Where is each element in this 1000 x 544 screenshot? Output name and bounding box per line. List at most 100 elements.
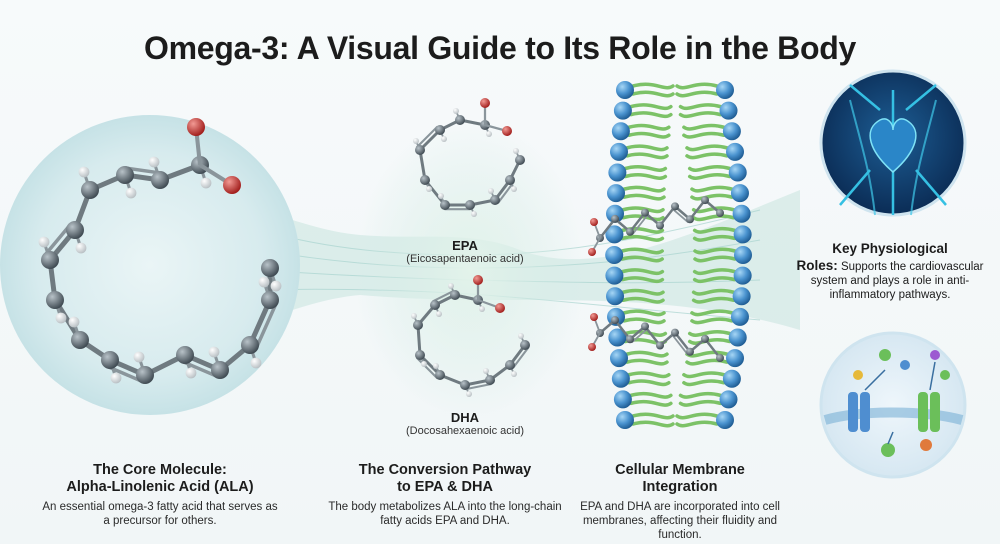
hydrogen-atom xyxy=(511,186,517,192)
lipid-tail xyxy=(631,82,675,90)
lipid-head xyxy=(726,142,745,161)
carbon-atom xyxy=(261,259,279,277)
lipid-head xyxy=(726,349,745,368)
lipid-tail xyxy=(692,234,737,242)
lipid-tail xyxy=(692,226,737,234)
hydrogen-atom xyxy=(75,242,87,254)
caption-membrane-heading-2: Integration xyxy=(642,479,718,495)
double-bond xyxy=(42,223,72,258)
hydrogen-atom xyxy=(421,361,427,367)
dha-name: DHA xyxy=(450,410,480,425)
bond xyxy=(423,178,447,207)
roles-heading-line1: Key Physiological xyxy=(832,241,948,256)
lipid-tail xyxy=(623,165,668,172)
carbon-atom xyxy=(176,346,194,364)
roles-heading-line2: Roles: xyxy=(796,258,838,273)
double-bond xyxy=(124,166,163,175)
bond xyxy=(643,325,662,347)
lipid-head xyxy=(607,184,626,203)
double-bond xyxy=(671,208,689,223)
lipid-tail xyxy=(678,391,723,399)
carbon-atom xyxy=(505,360,515,370)
carbon-atom xyxy=(626,335,634,344)
lipid-tail xyxy=(687,173,732,180)
oxygen-atom xyxy=(187,118,205,136)
carbon-atom xyxy=(641,322,649,331)
lipid-tail xyxy=(627,123,671,131)
lipid-tail xyxy=(678,111,723,119)
heart-icon xyxy=(819,69,967,217)
hydrogen-atom xyxy=(250,357,262,369)
lipid-tail xyxy=(675,82,719,90)
epa-molecule xyxy=(413,98,525,217)
lipid-tail xyxy=(692,276,737,284)
lipid-tail xyxy=(631,420,675,428)
carbon-atom xyxy=(455,115,465,125)
caption-pathway-heading-1: The Conversion Pathway xyxy=(358,462,532,478)
caption-ala-heading-2: Alpha-Linolenic Acid (ALA) xyxy=(66,479,254,495)
lipid-head xyxy=(609,142,628,161)
hydrogen-atom xyxy=(518,333,524,339)
bond xyxy=(628,211,647,233)
epa-label: EPA (Eicosapentaenoic acid) xyxy=(365,238,565,265)
oxygen-atom xyxy=(223,176,241,194)
lipid-tail xyxy=(627,371,671,379)
oxygen-atom xyxy=(588,343,596,351)
hydrogen-atom xyxy=(148,156,160,168)
hydrogen-atom xyxy=(448,283,454,289)
hydrogen-atom xyxy=(125,187,137,199)
carbon-atom xyxy=(716,209,724,217)
carbon-atom xyxy=(415,145,425,155)
lipid-tail xyxy=(685,152,729,160)
lipid-tail xyxy=(625,152,669,160)
oxygen-atom xyxy=(480,98,490,108)
lipid-tail xyxy=(691,214,736,222)
bond xyxy=(416,323,422,357)
oxygen-atom xyxy=(495,303,505,313)
lipid-head xyxy=(716,81,734,99)
lipid-tail xyxy=(622,309,666,317)
lipid-tail xyxy=(623,173,668,180)
hydrogen-atom xyxy=(200,177,212,189)
lipid-head xyxy=(608,163,627,182)
lipid-tail xyxy=(682,131,726,139)
lipid-tail xyxy=(629,111,673,119)
oxygen-atom xyxy=(590,218,598,226)
lipid-tail xyxy=(622,193,666,201)
carbon-atom xyxy=(626,227,634,236)
double-bond xyxy=(631,213,649,235)
carbon-atom xyxy=(515,155,525,165)
bond xyxy=(703,337,722,360)
lipid-tail xyxy=(622,185,666,193)
caption-membrane-body: EPA and DHA are incorporated into cell m… xyxy=(580,501,780,541)
lipid-head xyxy=(608,328,627,347)
lipid-tail xyxy=(690,193,734,201)
hydrogen-atom xyxy=(453,108,459,114)
lipid-tail xyxy=(625,144,669,152)
lipid-tail xyxy=(620,247,664,255)
lipid-head xyxy=(728,163,747,182)
double-bond xyxy=(415,356,439,380)
carbon-atom xyxy=(671,328,679,337)
lipid-tail xyxy=(631,90,675,98)
lipid-head xyxy=(613,390,632,409)
lipid-tail xyxy=(620,255,664,263)
caption-ala-body: An essential omega-3 fatty acid that ser… xyxy=(42,501,278,527)
hydrogen-atom xyxy=(270,280,282,292)
bond xyxy=(598,217,617,240)
carbon-atom xyxy=(460,380,470,390)
caption-ala: The Core Molecule: Alpha-Linolenic Acid … xyxy=(40,462,280,528)
hydrogen-atom xyxy=(55,312,67,324)
carbon-atom xyxy=(116,166,134,184)
roles-caption: Key Physiological Roles: Supports the ca… xyxy=(790,240,990,302)
double-bond xyxy=(415,125,439,149)
carbon-atom xyxy=(716,354,724,362)
carbon-atom xyxy=(415,350,425,360)
oxygen-atom xyxy=(588,248,596,256)
lipid-head xyxy=(733,266,752,285)
hydrogen-atom xyxy=(185,367,197,379)
double-bond xyxy=(631,328,649,343)
lipid-tail xyxy=(682,123,726,131)
lipid-head xyxy=(722,369,741,388)
